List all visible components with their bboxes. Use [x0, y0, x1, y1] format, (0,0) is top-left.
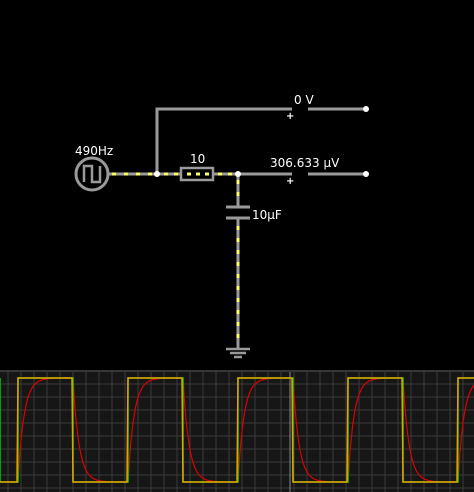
source-circle-icon [74, 156, 110, 192]
scope-panel[interactable] [0, 370, 474, 492]
probe-mid[interactable]: 306.633 µV + [270, 156, 369, 187]
probe-top-terminal[interactable] [363, 106, 369, 112]
source-frequency-label: 490Hz [75, 144, 113, 158]
square-wave-icon [82, 164, 102, 184]
scope-grid [0, 372, 474, 492]
probe-mid-reading: 306.633 µV [270, 156, 340, 170]
resistor[interactable]: 10 [179, 152, 215, 182]
capacitor-value-label: 10µF [252, 208, 282, 222]
probe-top-polarity: + [286, 111, 294, 122]
probe-mid-polarity: + [286, 176, 294, 187]
junction-node-right[interactable] [235, 171, 241, 177]
capacitor[interactable]: 10µF [226, 205, 282, 222]
current-flow-dots [112, 172, 240, 338]
junction-node-left[interactable] [154, 171, 160, 177]
ground-symbol[interactable] [226, 347, 250, 359]
probe-mid-terminal[interactable] [363, 171, 369, 177]
resistor-value-label: 10 [190, 152, 205, 166]
wire-to-top-probe[interactable] [155, 107, 292, 174]
square-wave-source[interactable]: 490Hz [74, 144, 113, 192]
scope-trace-current [0, 377, 474, 483]
probe-top[interactable]: 0 V + [286, 93, 369, 122]
probe-top-reading: 0 V [294, 93, 314, 107]
